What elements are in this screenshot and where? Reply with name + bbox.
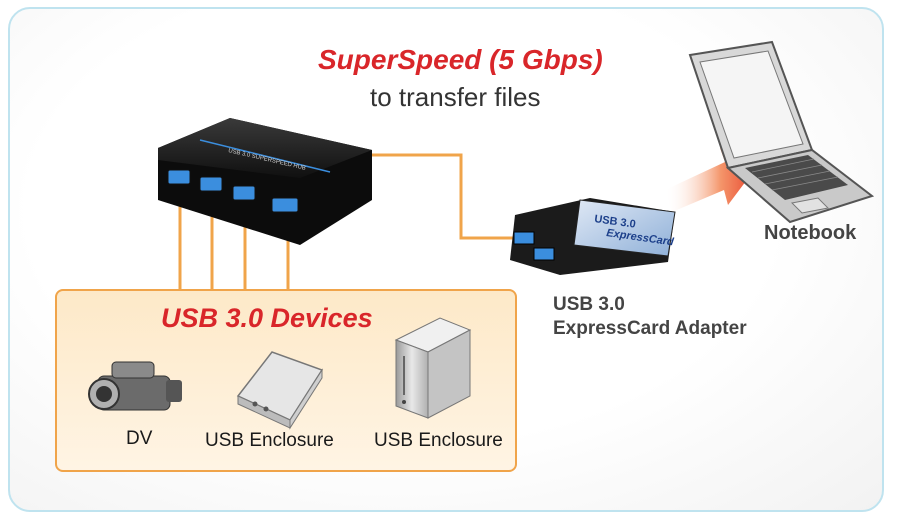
usb-enclosure-flat-icon — [236, 351, 324, 430]
adapter-label-line1: USB 3.0 — [553, 294, 625, 315]
subline: to transfer files — [370, 82, 541, 112]
usb-enclosure-tower-icon — [394, 317, 472, 419]
device-label-dv: DV — [126, 428, 153, 449]
adapter-label-line2: ExpressCard Adapter — [553, 318, 747, 339]
card-text-1: USB 3.0 — [594, 213, 637, 231]
expresscard-adapter-icon: USB 3.0 ExpressCard — [510, 198, 676, 275]
adapter-port-2 — [533, 247, 555, 261]
usb-hub-icon: USB 3.0 SUPERSPEED HUB — [158, 118, 372, 245]
hub-port-2 — [199, 176, 223, 192]
notebook-icon — [688, 40, 875, 224]
hub-port-1 — [167, 169, 191, 185]
notebook-label: Notebook — [764, 222, 857, 244]
adapter-port-1 — [513, 231, 535, 245]
hub-port-3 — [232, 185, 256, 201]
device-label-enclosure-2: USB Enclosure — [374, 430, 503, 451]
hub-port-4 — [271, 197, 299, 213]
headline: SuperSpeed (5 Gbps) — [318, 44, 603, 75]
camcorder-icon — [88, 361, 182, 411]
device-label-enclosure-1: USB Enclosure — [205, 430, 334, 451]
devices-title: USB 3.0 Devices — [161, 303, 373, 333]
hub-to-adapter-cable — [362, 153, 515, 240]
